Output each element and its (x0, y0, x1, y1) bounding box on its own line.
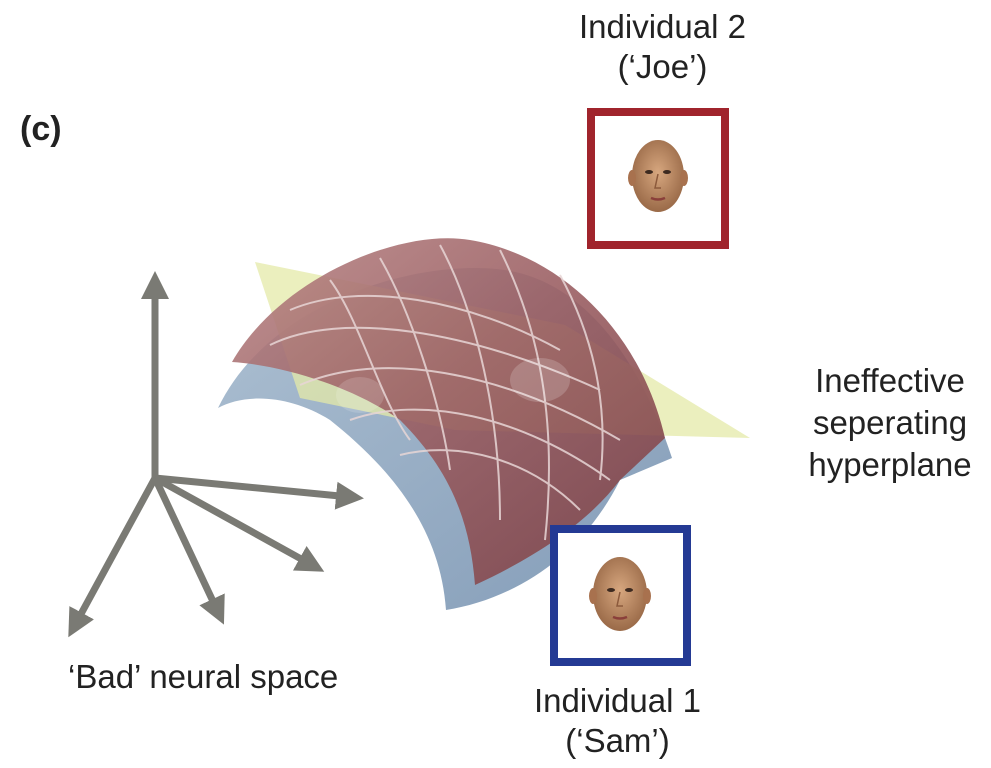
individual-1-name: Individual 1 (510, 682, 725, 720)
individual-1-nickname: (‘Sam’) (510, 722, 725, 760)
individual-2-name: Individual 2 (555, 8, 770, 46)
panel-label: (c) (20, 110, 62, 149)
individual-2-nickname: (‘Joe’) (555, 48, 770, 86)
hyperplane-label-line-1: Ineffective (800, 362, 980, 400)
surface-highlight (336, 377, 384, 413)
individual-2-portrait (591, 112, 725, 245)
hyperplane-label-line-3: hyperplane (800, 446, 980, 484)
individual-1-portrait (554, 529, 687, 662)
surface-highlight (510, 358, 570, 402)
neural-space-label: ‘Bad’ neural space (68, 658, 338, 696)
axis-lower-left (75, 478, 155, 625)
hyperplane-label-line-2: seperating (800, 404, 980, 442)
